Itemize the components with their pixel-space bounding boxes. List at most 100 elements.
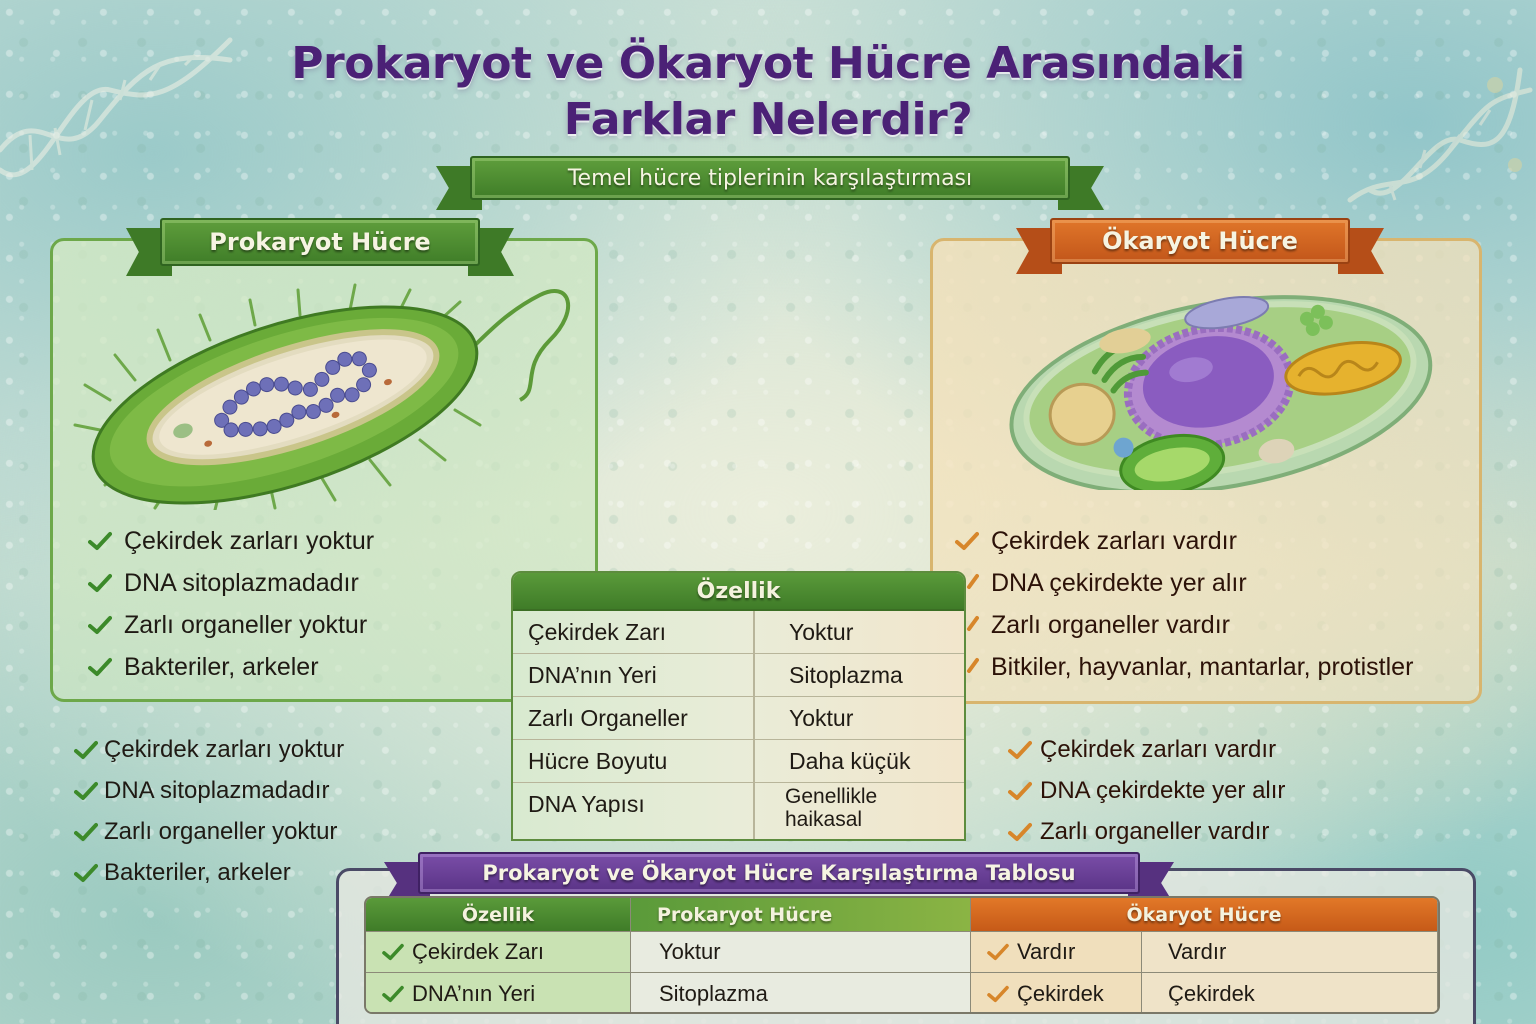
- list-item: Çekirdek zarları vardır: [1008, 729, 1285, 770]
- list-item: Çekirdek zarları yoktur: [88, 520, 374, 562]
- check-icon: [967, 658, 979, 673]
- list-item: Çekirdek zarları yoktur: [74, 729, 344, 770]
- cell-text: Çekirdek: [1017, 980, 1104, 1006]
- dna-helix-icon: [0, 37, 233, 178]
- feature-table-header: Özellik: [513, 573, 964, 611]
- list-item: Zarlı organeller vardır: [1008, 811, 1285, 852]
- column-header-feature: Özellik: [366, 898, 631, 932]
- bullet-text: Çekirdek zarları yoktur: [104, 735, 345, 763]
- check-icon: [74, 863, 98, 882]
- check-icon: [74, 740, 98, 759]
- bullet-text: Zarlı organeller vardır: [1040, 817, 1270, 845]
- bullet-text: Bakteriler, arkeler: [104, 858, 291, 886]
- check-icon: [967, 616, 979, 631]
- feature-cell: Zarlı Organeller: [513, 697, 755, 739]
- comparison-table: Özellik Prokaryot Hücre Ökaryot Hücre Çe…: [364, 896, 1440, 1014]
- feature-cell: Çekirdek Zarı: [513, 611, 755, 653]
- value-cell: Genellikle haikasal: [785, 785, 878, 831]
- title-line-2: Farklar Nelerdir?: [563, 94, 973, 145]
- value-cell: Yoktur: [789, 618, 854, 645]
- value-cell: Sitoplazma: [789, 661, 903, 688]
- bullet-text: DNA çekirdekte yer alır: [1040, 776, 1286, 804]
- check-icon: [88, 616, 112, 634]
- prokaryote-cell: Yoktur: [631, 932, 971, 973]
- cell-text: Çekirdek Zarı: [412, 939, 545, 964]
- value-cell: Daha küçük: [789, 747, 911, 774]
- left-summary-list: Çekirdek zarları yoktur DNA sitoplazmada…: [74, 729, 344, 893]
- cell-text: DNA’nın Yeri: [412, 980, 536, 1006]
- title-line-1: Prokaryot ve Ökaryot Hücre Arasındaki: [291, 38, 1245, 89]
- prokaryote-bullet-list: Çekirdek zarları yoktur DNA sitoplazmada…: [88, 520, 374, 688]
- page-title: Prokaryot ve Ökaryot Hücre Arasındaki Fa…: [0, 36, 1536, 148]
- bullet-text: DNA sitoplazmadadır: [124, 568, 359, 597]
- eukaryotic-cell-illustration: [1009, 295, 1433, 490]
- table-row: Zarlı Organeller Yoktur: [513, 697, 964, 740]
- feature-cell: Hücre Boyutu: [513, 740, 755, 782]
- bullet-text: Zarlı organeller yoktur: [104, 817, 338, 845]
- check-icon: [967, 574, 979, 589]
- check-icon: [88, 574, 112, 592]
- eukaryote-cell: Vardır: [971, 932, 1142, 973]
- feature-cell: DNA Yapısı: [513, 783, 755, 839]
- check-icon: [88, 658, 112, 676]
- check-icon: [1008, 740, 1032, 759]
- feature-cell: DNA’nın Yeri: [513, 654, 755, 696]
- bacterium-cell-illustration: [73, 283, 570, 510]
- bullet-text: Bitkiler, hayvanlar, mantarlar, protistl…: [991, 652, 1414, 681]
- table-row: DNA’nın Yeri Sitoplazma: [513, 654, 964, 697]
- check-icon: [987, 943, 1009, 961]
- list-item: Bakteriler, arkeler: [74, 852, 344, 893]
- eukaryote-cell: Vardır: [1142, 932, 1438, 973]
- list-item: Zarlı organeller yoktur: [74, 811, 344, 852]
- list-item: DNA çekirdekte yer alır: [955, 562, 1413, 604]
- eukaryote-heading-ribbon: Ökaryot Hücre: [1016, 218, 1384, 274]
- prokaryote-heading-ribbon: Prokaryot Hücre: [126, 218, 514, 276]
- eukaryote-bullet-list: Çekirdek zarları vardır DNA çekirdekte y…: [955, 520, 1413, 688]
- check-icon: [74, 781, 98, 800]
- list-item: Bitkiler, hayvanlar, mantarlar, protistl…: [955, 646, 1413, 688]
- list-item: DNA sitoplazmadadır: [88, 562, 374, 604]
- dna-helix-icon: [1347, 67, 1533, 203]
- list-item: Bakteriler, arkeler: [88, 646, 374, 688]
- check-icon: [382, 985, 404, 1002]
- comparison-table-title-ribbon: Prokaryot ve Ökaryot Hücre Karşılaştırma…: [384, 852, 1174, 904]
- check-icon: [382, 943, 404, 961]
- eukaryote-cell: Çekirdek: [1142, 973, 1438, 1012]
- table-row: Hücre Boyutu Daha küçük: [513, 740, 964, 783]
- bullet-text: Çekirdek zarları yoktur: [124, 526, 375, 555]
- bullet-text: Çekirdek zarları vardır: [991, 526, 1237, 555]
- table-row: DNA Yapısı Genellikle haikasal: [513, 783, 964, 839]
- right-summary-list: Çekirdek zarları vardır DNA çekirdekte y…: [1008, 729, 1285, 852]
- bullet-text: DNA sitoplazmadadır: [104, 776, 330, 804]
- check-icon: [1008, 781, 1032, 800]
- feature-cell: DNA’nın Yeri: [366, 973, 631, 1012]
- check-icon: [955, 532, 979, 550]
- check-icon: [1008, 822, 1032, 841]
- column-header-eukaryote: Ökaryot Hücre: [971, 898, 1438, 932]
- check-icon: [987, 985, 1009, 1002]
- column-header-prokaryote: Prokaryot Hücre: [631, 898, 971, 932]
- list-item: Zarlı organeller yoktur: [88, 604, 374, 646]
- list-item: Çekirdek zarları vardır: [955, 520, 1413, 562]
- bullet-text: Zarlı organeller vardır: [991, 610, 1230, 639]
- bullet-text: Çekirdek zarları vardır: [1040, 735, 1277, 763]
- list-item: Zarlı organeller vardır: [955, 604, 1413, 646]
- eukaryote-cell: Çekirdek: [971, 973, 1142, 1012]
- eukaryote-heading: Ökaryot Hücre: [1102, 227, 1298, 255]
- comparison-table-title: Prokaryot ve Ökaryot Hücre Karşılaştırma…: [482, 861, 1076, 885]
- bullet-text: Bakteriler, arkeler: [124, 652, 319, 681]
- bullet-text: DNA çekirdekte yer alır: [991, 568, 1247, 597]
- list-item: DNA çekirdekte yer alır: [1008, 770, 1285, 811]
- list-item: DNA sitoplazmadadır: [74, 770, 344, 811]
- check-icon: [74, 822, 98, 841]
- check-icon: [88, 532, 112, 550]
- subtitle-ribbon: Temel hücre tiplerinin karşılaştırması: [436, 156, 1104, 210]
- feature-cell: Çekirdek Zarı: [366, 932, 631, 973]
- table-row: Çekirdek Zarı Yoktur: [513, 611, 964, 654]
- prokaryote-heading: Prokaryot Hücre: [209, 228, 431, 256]
- prokaryote-cell: Sitoplazma: [631, 973, 971, 1012]
- cell-text: Vardır: [1017, 939, 1076, 964]
- value-cell: Yoktur: [789, 704, 854, 731]
- bullet-text: Zarlı organeller yoktur: [124, 610, 368, 639]
